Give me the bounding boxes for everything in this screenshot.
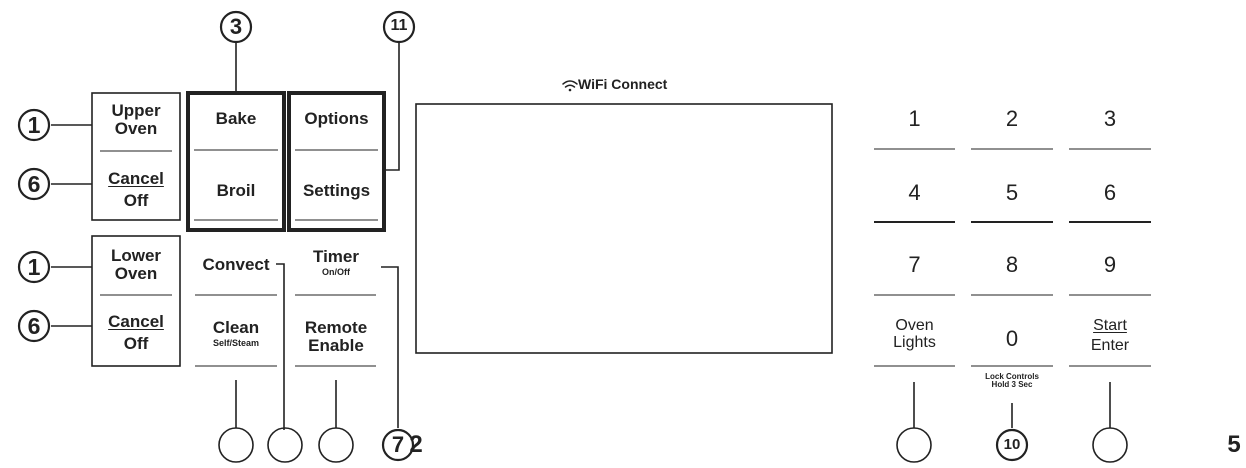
callout-3: 3 <box>229 14 243 39</box>
key-4[interactable]: 4 <box>908 180 921 205</box>
upper-oven-line1: Upper <box>111 101 161 120</box>
bake-button[interactable]: Bake <box>215 109 257 128</box>
cancel-off-bottom-button[interactable]: Cancel Off <box>95 313 177 353</box>
wifi-connect-label: WiFi Connect <box>578 76 668 92</box>
cancel-label-top: Cancel <box>108 169 164 188</box>
cancel-off-top-button[interactable]: Cancel Off <box>95 170 177 210</box>
callout-11: 11 <box>390 17 408 34</box>
remote-enable-button[interactable]: Remote Enable <box>295 319 377 355</box>
settings-button[interactable]: Settings <box>302 181 371 200</box>
start-label: Start <box>1093 317 1127 334</box>
callout-7: 7 <box>391 432 405 457</box>
broil-button[interactable]: Broil <box>216 181 256 200</box>
oven-lights-button[interactable]: Oven Lights <box>874 317 955 352</box>
key-7[interactable]: 7 <box>908 252 921 277</box>
upper-oven-line2: Oven <box>114 118 158 138</box>
wifi-icon <box>562 80 578 92</box>
callout-1-bottom: 1 <box>27 254 41 280</box>
lower-oven-box <box>91 235 181 367</box>
key-8[interactable]: 8 <box>1005 252 1019 277</box>
timer-button[interactable]: Timer On/Off <box>295 248 377 277</box>
oven-lights-line1: Oven <box>895 317 934 334</box>
timer-label: Timer <box>313 247 359 266</box>
remote-line1: Remote <box>304 318 368 337</box>
lock-controls-note: Lock Controls Hold 3 Sec <box>966 372 1058 390</box>
page-number-right: 5 <box>1227 431 1241 458</box>
callout-1-top: 1 <box>27 112 41 138</box>
cancel-label-bottom: Cancel <box>108 312 164 331</box>
upper-oven-box <box>91 92 181 221</box>
display-screen <box>415 103 833 354</box>
timer-sub-label: On/Off <box>322 266 350 277</box>
key-6[interactable]: 6 <box>1103 180 1117 205</box>
key-1[interactable]: 1 <box>908 106 921 131</box>
options-button[interactable]: Options <box>304 109 369 128</box>
options-settings-box <box>287 91 386 232</box>
key-0[interactable]: 0 <box>1005 326 1019 351</box>
convect-button[interactable]: Convect <box>202 255 270 274</box>
callout-6-bottom: 6 <box>27 313 41 339</box>
clean-sub-label: Self/Steam <box>212 337 260 348</box>
key-5[interactable]: 5 <box>1005 180 1019 205</box>
lower-oven-button[interactable]: Lower Oven <box>95 247 177 283</box>
callout-6-top: 6 <box>27 171 41 197</box>
page-number-center: 2 <box>409 431 423 458</box>
key-3[interactable]: 3 <box>1103 106 1117 131</box>
off-label-bottom: Off <box>123 333 149 353</box>
off-label-top: Off <box>123 190 149 210</box>
lock-note-line2: Hold 3 Sec <box>991 380 1033 390</box>
lock-note-line1: Lock Controls <box>985 372 1039 381</box>
clean-label: Clean <box>212 318 260 337</box>
enter-label: Enter <box>1090 336 1130 354</box>
lower-oven-line1: Lower <box>110 246 162 265</box>
start-enter-button[interactable]: Start Enter <box>1069 317 1151 355</box>
remote-line2: Enable <box>308 335 364 355</box>
clean-button[interactable]: Clean Self/Steam <box>194 319 278 348</box>
callout-10: 10 <box>1003 436 1021 453</box>
upper-oven-button[interactable]: Upper Oven <box>95 102 177 138</box>
oven-lights-line2: Lights <box>893 333 936 351</box>
lower-oven-line2: Oven <box>114 263 158 283</box>
key-2[interactable]: 2 <box>1005 106 1019 131</box>
key-9[interactable]: 9 <box>1103 252 1117 277</box>
